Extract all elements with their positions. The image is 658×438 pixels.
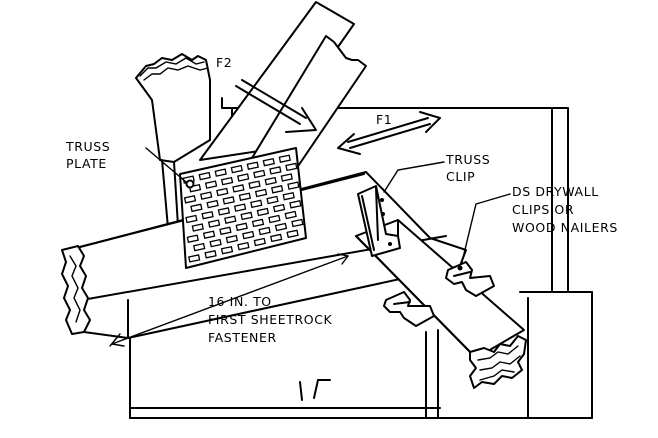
plate-tooth	[258, 226, 271, 236]
truss-plate	[179, 147, 307, 269]
plate-tooth	[191, 223, 204, 232]
plate-tooth	[202, 230, 216, 239]
plate-tooth	[287, 181, 300, 190]
plate-tooth	[230, 164, 243, 174]
truss-plate-teeth	[182, 154, 304, 263]
plate-tooth	[235, 222, 248, 232]
drywall-clip-upper	[445, 261, 495, 297]
plate-tooth	[238, 192, 252, 201]
plate-tooth	[254, 188, 268, 198]
web-member-front	[251, 35, 367, 179]
wall-frame	[129, 97, 593, 419]
plate-tooth	[268, 214, 281, 224]
plate-tooth	[246, 161, 259, 170]
label-truss-clip-line2: CLIP	[446, 169, 475, 184]
label-ds-line3: WOOD NAILERS	[512, 220, 618, 235]
plate-tooth	[200, 191, 213, 200]
label-ds-line2: CLIPS OR	[512, 202, 574, 217]
plate-tooth	[256, 207, 270, 217]
plate-tooth	[269, 166, 282, 175]
label-truss-clip-line1: TRUSS	[445, 152, 490, 167]
plate-tooth	[251, 218, 265, 228]
label-fastener-line1: 16 IN. TO	[208, 294, 272, 309]
label-truss-plate-line1: TRUSS	[65, 139, 110, 154]
plate-tooth	[248, 180, 261, 189]
plate-tooth	[278, 154, 291, 163]
plate-tooth	[193, 242, 206, 252]
plate-tooth	[270, 233, 283, 243]
plate-tooth	[190, 203, 203, 213]
plate-tooth	[222, 196, 235, 205]
plate-tooth	[204, 250, 217, 259]
plate-tooth	[237, 173, 250, 182]
plate-tooth	[274, 222, 288, 232]
drywall-clip-lower	[383, 291, 435, 327]
plate-tooth	[284, 210, 297, 220]
plate-tooth	[282, 191, 295, 201]
plate-nail-hole	[185, 179, 195, 189]
plate-tooth	[262, 157, 275, 167]
plate-tooth	[217, 207, 231, 216]
plate-tooth	[242, 230, 255, 240]
plate-tooth	[240, 211, 253, 221]
plate-tooth	[285, 162, 298, 172]
plate-tooth	[250, 199, 263, 209]
force-arrow-f2	[235, 79, 317, 133]
plate-tooth	[209, 238, 222, 248]
plate-tooth	[207, 219, 221, 228]
plate-tooth	[220, 245, 234, 255]
plate-tooth	[232, 184, 245, 193]
chord-cut-end-left	[61, 245, 91, 335]
plate-tooth	[237, 241, 250, 251]
plate-tooth	[225, 234, 239, 244]
plate-tooth	[286, 229, 299, 239]
dimension-line	[109, 253, 349, 347]
plate-tooth	[220, 176, 234, 186]
plate-tooth	[233, 203, 247, 212]
plate-tooth	[289, 200, 302, 209]
label-f2: F2	[216, 55, 232, 70]
plate-tooth	[185, 214, 198, 224]
plate-tooth	[216, 187, 229, 197]
plate-tooth	[183, 195, 197, 204]
plate-tooth	[188, 254, 201, 263]
plate-tooth	[198, 171, 211, 181]
plate-tooth	[224, 215, 237, 224]
plate-tooth	[186, 234, 199, 243]
plate-tooth	[201, 210, 214, 220]
truss-clip	[357, 185, 401, 257]
leader-lines	[145, 147, 511, 263]
plate-tooth	[206, 199, 219, 209]
vertical-web-member	[135, 53, 211, 229]
plate-tooth	[271, 185, 284, 194]
plate-tooth	[253, 169, 266, 179]
joist-cut-end-right	[469, 335, 527, 389]
plate-tooth	[219, 226, 232, 236]
plate-tooth	[204, 180, 218, 189]
plate-tooth	[272, 203, 286, 213]
label-truss-plate-line2: PLATE	[66, 156, 107, 171]
label-fastener-line2: FIRST SHEETROCK	[208, 312, 333, 327]
label-fastener-line3: FASTENER	[208, 330, 277, 345]
plate-tooth	[291, 218, 304, 228]
plate-tooth	[280, 173, 293, 182]
plate-tooth	[266, 195, 279, 205]
plate-tooth	[214, 168, 227, 177]
label-ds-line1: DS DRYWALL	[512, 184, 599, 199]
plate-tooth	[253, 237, 266, 247]
plate-tooth	[264, 176, 277, 186]
web-member-back	[199, 1, 355, 161]
force-arrow-f1	[337, 111, 441, 155]
label-f1: F1	[376, 112, 392, 127]
